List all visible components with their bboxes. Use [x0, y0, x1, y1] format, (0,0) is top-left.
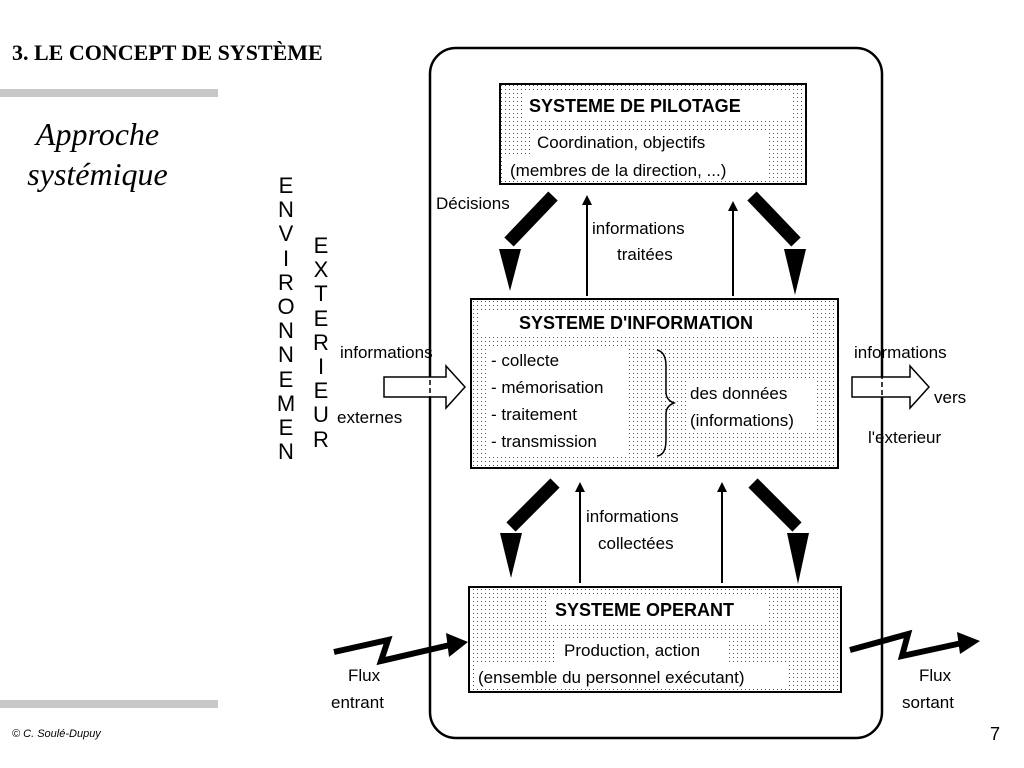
footer-credit: © C. Soulé-Dupuy — [12, 728, 101, 740]
flux-sortant-label-1: Flux — [919, 666, 952, 685]
decision-arrow-left — [499, 191, 558, 291]
information-brace — [656, 349, 677, 457]
environment-letter: I — [282, 245, 290, 271]
information-box: SYSTEME D'INFORMATION - collecte - mémor… — [470, 298, 839, 469]
pilotage-line-1: Coordination, objectifs — [537, 133, 705, 152]
pilotage-line-2: (membres de la direction, ...) — [510, 161, 726, 180]
info-collectees-label-2: collectées — [598, 534, 674, 553]
exterieur-letter: I — [317, 354, 325, 380]
environment-letter: E — [278, 366, 294, 392]
subtitle-line-1: Approche — [35, 116, 160, 152]
environment-letter: M — [276, 390, 296, 416]
operant-box: SYSTEME OPERANT Production, action (ense… — [468, 586, 842, 693]
environment-letter: E — [278, 173, 294, 198]
information-item-4: - transmission — [491, 432, 597, 451]
flux-entrant-label-1: Flux — [348, 666, 381, 685]
decision-arrow-right — [747, 191, 806, 295]
info-traitees-label-1: informations — [592, 219, 685, 238]
info-sortantes-label-1: informations — [854, 343, 947, 362]
environment-letter: N — [278, 439, 294, 465]
information-suffix-1: des données — [690, 384, 787, 403]
info-externes-label-1: informations — [340, 343, 433, 362]
operant-line-1: Production, action — [564, 641, 700, 660]
environment-letter: N — [278, 318, 294, 344]
information-item-2: - mémorisation — [491, 378, 603, 397]
slide-subtitle: Approche systémique — [0, 114, 195, 194]
environment-letter: R — [278, 269, 294, 295]
info-externes-label-2: externes — [337, 408, 402, 427]
slide-title: 3. LE CONCEPT DE SYSTÈME — [12, 40, 323, 65]
information-title: SYSTEME D'INFORMATION — [519, 313, 753, 333]
flux-entrant-arrow — [333, 633, 468, 666]
pilotage-title: SYSTEME DE PILOTAGE — [529, 96, 741, 116]
environment-letter: E — [278, 415, 294, 441]
info-sortantes-label-3: l'exterieur — [868, 428, 942, 447]
page-number: 7 — [990, 724, 1001, 744]
action-arrow-left — [500, 478, 560, 578]
footer-divider — [0, 700, 218, 708]
action-arrow-right — [748, 478, 809, 584]
environment-letter: N — [278, 342, 294, 368]
info-traitees-label-2: traitées — [617, 245, 673, 264]
subtitle-line-2: systémique — [27, 156, 168, 192]
header-divider — [0, 89, 218, 97]
outgoing-info-arrow — [851, 364, 931, 410]
exterieur-letter: T — [314, 281, 328, 307]
exterieur-letter: E — [313, 378, 329, 404]
operant-title: SYSTEME OPERANT — [555, 600, 734, 620]
decisions-label: Décisions — [436, 194, 510, 213]
flux-entrant-label-2: entrant — [331, 693, 384, 712]
environment-letter: N — [278, 197, 294, 223]
flux-sortant-label-2: sortant — [902, 693, 954, 712]
information-suffix-2: (informations) — [690, 411, 794, 430]
pilotage-box: SYSTEME DE PILOTAGE Coordination, object… — [499, 83, 807, 185]
exterieur-letter: R — [313, 426, 329, 452]
exterieur-letter: E — [313, 233, 329, 258]
exterieur-letter: X — [313, 257, 329, 283]
exterieur-letter: E — [313, 305, 329, 331]
information-item-1: - collecte — [491, 351, 559, 370]
operant-line-2: (ensemble du personnel exécutant) — [478, 668, 745, 687]
exterieur-letter: R — [313, 329, 329, 355]
information-item-3: - traitement — [491, 405, 577, 424]
info-sortantes-label-2: vers — [934, 388, 966, 407]
info-collectees-label-1: informations — [586, 507, 679, 526]
environment-letter: V — [278, 221, 294, 247]
exterieur-letter: U — [313, 402, 329, 428]
flux-sortant-arrow — [849, 629, 980, 660]
external-info-arrow — [383, 364, 467, 410]
environment-letter: O — [277, 294, 295, 320]
